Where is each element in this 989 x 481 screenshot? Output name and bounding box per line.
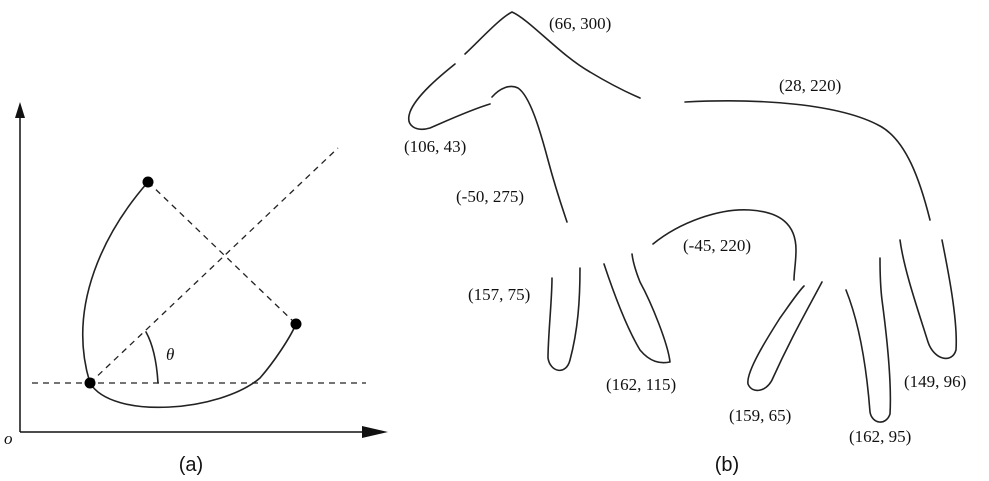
coord-label-3: (106, 43)	[404, 137, 466, 156]
coord-label-7: (162, 115)	[606, 375, 676, 394]
control-point-right	[290, 318, 302, 330]
angle-arc	[145, 331, 159, 384]
stroke-neck	[491, 85, 568, 223]
stroke-back	[684, 100, 931, 221]
stroke-head-top	[464, 11, 641, 99]
stroke-leg-5	[899, 239, 958, 360]
diagonal-axis-line	[89, 147, 339, 384]
origin-label: o	[4, 429, 13, 448]
control-point-top	[142, 176, 154, 188]
panel-b: (66, 300) (28, 220) (106, 43) (-50, 275)…	[404, 11, 966, 476]
angle-label: θ	[166, 345, 174, 364]
coord-label-1: (66, 300)	[549, 14, 611, 33]
coord-label-6: (157, 75)	[468, 285, 530, 304]
caption-b: (b)	[715, 454, 739, 476]
stroke-leg-1	[547, 267, 581, 372]
stroke-leg-2	[603, 253, 671, 364]
chord-line	[147, 181, 297, 325]
stroke-curve	[82, 181, 297, 409]
y-axis-arrow-icon	[15, 102, 25, 118]
control-point-origin	[84, 377, 96, 389]
x-axis-arrow-icon	[362, 426, 388, 438]
coord-label-9: (162, 95)	[849, 427, 911, 446]
stroke-belly	[652, 209, 797, 281]
coord-label-4: (-50, 275)	[456, 187, 524, 206]
stroke-leg-4	[845, 257, 892, 423]
coord-label-2: (28, 220)	[779, 76, 841, 95]
stroke-snout	[408, 63, 491, 130]
coord-label-5: (-45, 220)	[683, 236, 751, 255]
caption-a: (a)	[179, 454, 203, 476]
coord-label-8: (159, 65)	[729, 406, 791, 425]
stroke-leg-3	[747, 281, 823, 392]
panel-a: o θ (a)	[4, 102, 388, 476]
coord-label-10: (149, 96)	[904, 372, 966, 391]
